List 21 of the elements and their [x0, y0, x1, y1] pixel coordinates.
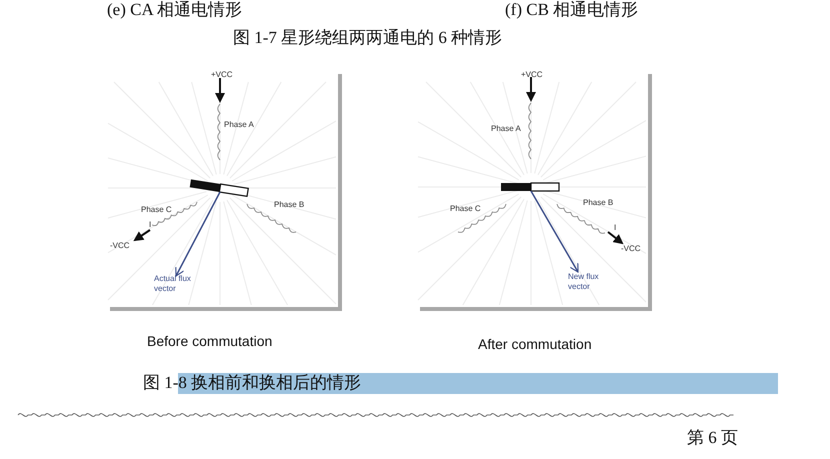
phase-label: Phase A	[491, 125, 521, 133]
phase-label: Phase C	[450, 205, 481, 213]
phase-label: Phase B	[583, 199, 614, 207]
voltage-label: +VCC	[521, 71, 543, 79]
vector-label: Actual flux vector	[154, 274, 192, 294]
phase-label: Phase C	[141, 206, 172, 214]
subfigure-caption: (f) CB 相通电情形	[505, 1, 638, 18]
page-number: 第 6 页	[687, 429, 738, 446]
phase-label: Phase B	[274, 201, 304, 209]
voltage-label: +VCC	[211, 71, 233, 79]
subfigure-caption: (e) CA 相通电情形	[107, 1, 242, 18]
figure-caption: 图 1-8 换相前和换相后的情形	[143, 374, 362, 391]
phase-label: Phase A	[224, 121, 254, 129]
voltage-label: -VCC	[621, 245, 641, 253]
panel-caption: After commutation	[478, 337, 592, 351]
current-label: I	[149, 221, 152, 229]
voltage-label: -VCC	[110, 242, 130, 250]
current-label: I	[614, 224, 616, 232]
figure-caption: 图 1-7 星形绕组两两通电的 6 种情形	[233, 29, 502, 46]
panel-caption: Before commutation	[147, 334, 272, 348]
vector-label: New flux vector	[568, 272, 600, 292]
